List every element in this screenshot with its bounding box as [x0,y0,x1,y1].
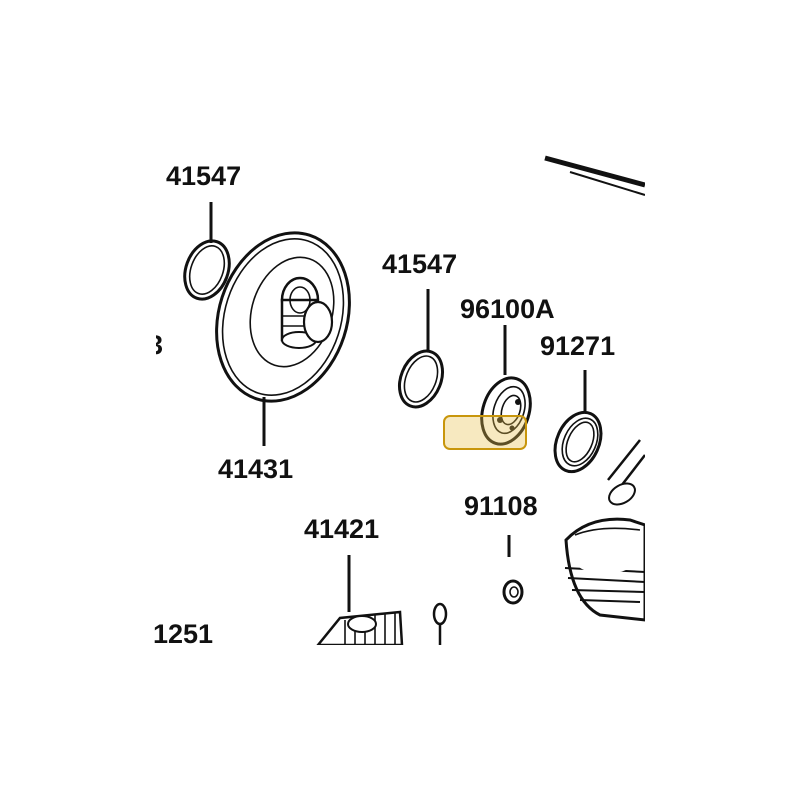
seal-91271[interactable] [546,405,610,479]
part-label-96100a[interactable]: 96100A [460,294,555,324]
part-label-1251[interactable]: 1251 [153,619,213,649]
oring-41547-top[interactable] [177,235,237,306]
oring-41547-mid[interactable] [392,345,451,414]
highlight-box[interactable] [443,415,527,450]
gear-shaft-41421[interactable] [315,610,404,647]
part-label-41547-top[interactable]: 41547 [166,161,241,191]
pin-small [432,602,448,645]
clip-91108[interactable] [502,579,524,605]
part-label-41431[interactable]: 41431 [218,454,293,484]
part-label-91108[interactable]: 91108 [464,491,538,521]
part-label-41421[interactable]: 41421 [304,514,379,544]
part-label-91271[interactable]: 91271 [540,331,615,361]
housing-edge [544,155,646,196]
bearing-96100a[interactable] [474,372,539,451]
part-label-41547-mid[interactable]: 41547 [382,249,457,279]
shaft-assembly-right [564,439,647,622]
disc-41431[interactable] [196,215,371,418]
